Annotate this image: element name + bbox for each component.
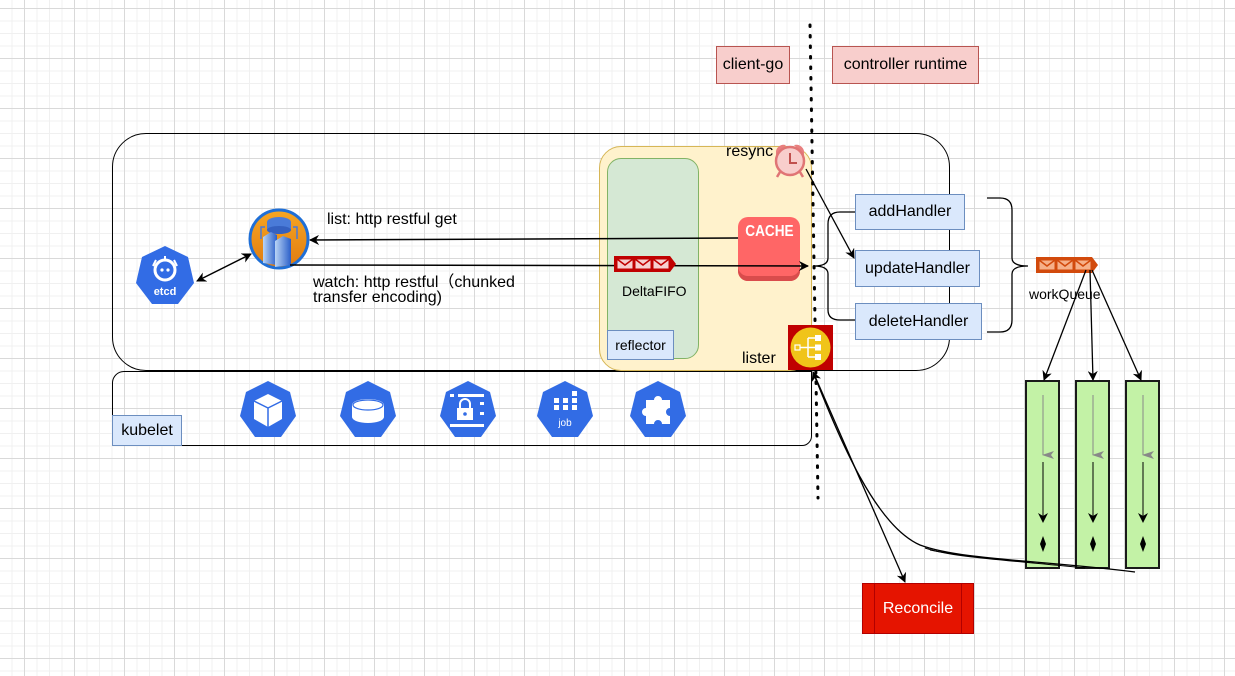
etcd-text: etcd (154, 286, 177, 298)
lister-icon[interactable] (788, 325, 833, 370)
update-handler[interactable]: updateHandler (855, 250, 980, 287)
reconcile-text: Reconcile (882, 599, 954, 617)
resync-clock-icon[interactable] (774, 144, 806, 178)
workers-to-lister-curve-2 (924, 547, 1086, 569)
reconcile-left-bar (874, 584, 875, 633)
deltafifo-queue-icon (614, 256, 676, 272)
list-label: list: http restful get (327, 211, 457, 228)
workers-to-lister-curve (811, 371, 1136, 573)
client-go-text: client-go (722, 56, 784, 73)
lister-to-reconcile-arrow (813, 373, 906, 583)
job-icon: job (537, 381, 593, 437)
persistent-volume-icon (340, 381, 396, 437)
workqueue-label: workQueue (1029, 286, 1101, 302)
worker-inner-arrows (1038, 395, 1154, 552)
add-handler-text: addHandler (868, 203, 952, 220)
workqueue-icon[interactable] (1036, 257, 1098, 273)
resync-arrow (805, 168, 855, 259)
job-text: job (557, 418, 572, 429)
update-handler-text: updateHandler (865, 259, 970, 277)
watch-label-line1: watch: http restful（chunked (313, 274, 515, 291)
cache-text: CACHE (744, 223, 794, 240)
reconcile-button[interactable]: Reconcile (862, 583, 974, 634)
handlers-left-brace (813, 211, 855, 321)
reconcile-right-bar (961, 584, 962, 633)
controller-runtime-label: controller runtime (832, 46, 979, 84)
kubelet-label: kubelet (112, 415, 182, 446)
watch-arrow (289, 260, 809, 271)
reflector-label: reflector (607, 330, 674, 360)
delete-handler-text: deleteHandler (868, 312, 969, 330)
queue-to-worker-3 (1091, 269, 1142, 381)
workers-to-lister-curve-3 (929, 549, 1031, 563)
secret-icon (440, 381, 496, 437)
add-handler[interactable]: addHandler (855, 194, 965, 230)
pod-icon (240, 381, 296, 437)
etcd-icon: etcd (136, 246, 194, 304)
queue-to-worker-2 (1087, 269, 1098, 381)
list-arrow (309, 234, 739, 245)
controller-runtime-text: controller runtime (843, 56, 968, 73)
resync-label: resync (726, 143, 774, 160)
queue-to-worker-1 (1042, 269, 1087, 381)
handlers-right-brace (987, 197, 1029, 333)
watch-label-line2: transfer encoding) (313, 289, 442, 306)
delete-handler[interactable]: deleteHandler (855, 303, 982, 340)
api-server-icon (248, 208, 310, 270)
kubelet-container (112, 371, 812, 446)
cache-block[interactable]: CACHE (738, 217, 800, 281)
lister-label: lister (742, 350, 776, 367)
reflector-text: reflector (615, 337, 666, 353)
etcd-apiserver-connector (196, 253, 252, 282)
deltafifo-label: DeltaFIFO (622, 283, 687, 299)
kubelet-text: kubelet (121, 421, 173, 439)
custom-resource-icon (630, 381, 686, 437)
client-go-label: client-go (716, 46, 790, 84)
